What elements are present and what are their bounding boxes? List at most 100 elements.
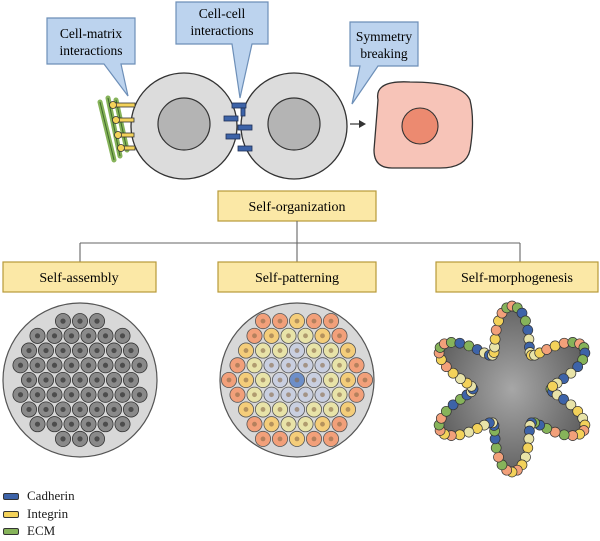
callout-cell-matrix: Cell-matrix interactions bbox=[46, 17, 136, 97]
cell-nucleus bbox=[277, 318, 283, 324]
cell-nucleus bbox=[136, 392, 143, 398]
cell-nucleus bbox=[68, 362, 75, 368]
cell-nucleus bbox=[77, 318, 83, 324]
cell-nucleus bbox=[260, 377, 266, 383]
self-patterning-label: Self-patterning bbox=[255, 271, 339, 286]
cell-nucleus bbox=[328, 377, 334, 383]
cell-nucleus bbox=[85, 392, 92, 398]
epithelial-cell bbox=[572, 361, 584, 373]
cell-nucleus bbox=[269, 333, 274, 339]
legend-integrin-label: Integrin bbox=[27, 506, 69, 521]
cell-nucleus bbox=[43, 406, 49, 413]
cell-nucleus bbox=[354, 392, 359, 398]
cell-nucleus bbox=[303, 392, 308, 398]
cadherin-swatch bbox=[3, 492, 19, 500]
cell-nucleus bbox=[320, 362, 325, 368]
cell-nucleus bbox=[51, 333, 58, 339]
cell-nucleus bbox=[119, 421, 126, 427]
cell-nucleus bbox=[43, 377, 49, 383]
cell-nucleus bbox=[235, 362, 240, 368]
cell-nucleus bbox=[26, 406, 32, 413]
legend-cadherin: Cadherin bbox=[3, 488, 75, 504]
cell-nucleus bbox=[226, 377, 232, 383]
symmetry-arrow bbox=[350, 120, 366, 128]
cell-nucleus bbox=[294, 377, 300, 383]
cell-nucleus bbox=[235, 392, 240, 398]
cell-nucleus bbox=[34, 333, 41, 339]
epithelial-cell bbox=[565, 367, 577, 379]
legend-cadherin-label: Cadherin bbox=[27, 488, 75, 503]
cell-nucleus bbox=[269, 392, 274, 398]
epithelial-cell bbox=[489, 333, 501, 345]
cell-nucleus bbox=[311, 436, 317, 442]
epithelial-cell bbox=[565, 399, 577, 411]
self-morphogenesis-lumen bbox=[442, 310, 582, 468]
epithelial-cell bbox=[440, 405, 452, 417]
cell-nucleus bbox=[286, 421, 291, 427]
epithelial-cell bbox=[520, 315, 531, 327]
cell-nucleus bbox=[252, 421, 257, 427]
cell-nucleus bbox=[328, 436, 334, 442]
cell-nucleus bbox=[320, 392, 325, 398]
cell-nucleus bbox=[136, 362, 143, 368]
cell-nucleus bbox=[260, 436, 266, 442]
cell-nucleus bbox=[277, 377, 283, 383]
cell-nucleus bbox=[294, 348, 300, 353]
nucleus-right bbox=[267, 97, 321, 151]
cell-nucleus bbox=[277, 436, 283, 442]
cell-nucleus bbox=[345, 407, 351, 412]
cell-nucleus bbox=[111, 347, 117, 354]
cell-nucleus bbox=[85, 362, 92, 368]
cell-nucleus bbox=[94, 318, 100, 324]
legend-ecm: ECM bbox=[3, 523, 55, 539]
self-organization-box bbox=[217, 190, 377, 222]
cell-nucleus bbox=[303, 362, 308, 368]
cell-nucleus bbox=[94, 436, 100, 442]
cell-nucleus bbox=[320, 333, 325, 339]
callout-symmetry-line1: Symmetry bbox=[356, 29, 412, 44]
cell-nucleus bbox=[68, 333, 75, 339]
cell-nucleus bbox=[311, 377, 317, 383]
self-morphogenesis-box bbox=[435, 261, 599, 293]
cell-nucleus bbox=[345, 377, 351, 383]
cell-nucleus bbox=[328, 407, 334, 412]
cell-nucleus bbox=[260, 348, 266, 353]
legend-integrin: Integrin bbox=[3, 506, 68, 522]
ecm-swatch bbox=[3, 527, 19, 535]
cell-nucleus bbox=[26, 347, 32, 354]
epithelial-cell bbox=[522, 324, 534, 336]
cell-nucleus bbox=[128, 347, 134, 354]
cell-nucleus bbox=[102, 333, 109, 339]
cell-nucleus bbox=[294, 436, 300, 442]
cell-nucleus bbox=[328, 348, 334, 353]
cell-nucleus bbox=[337, 421, 342, 427]
cell-nucleus bbox=[362, 377, 368, 383]
cell-nucleus bbox=[128, 377, 134, 383]
cell-nucleus bbox=[286, 392, 291, 398]
cell-nucleus bbox=[277, 407, 283, 412]
cell-nucleus bbox=[303, 421, 308, 427]
cell-nucleus bbox=[34, 392, 41, 398]
cell-nucleus bbox=[252, 392, 257, 398]
cell-nucleus bbox=[243, 377, 249, 383]
cell-nucleus bbox=[60, 377, 66, 383]
self-patterning-box bbox=[217, 261, 377, 293]
callout-cell-cell-line2: interactions bbox=[191, 23, 254, 38]
self-assembly-label: Self-assembly bbox=[39, 271, 118, 286]
callout-cell-matrix-line1: Cell-matrix bbox=[60, 26, 122, 41]
callout-cell-cell-line1: Cell-cell bbox=[199, 6, 246, 21]
connectors bbox=[79, 221, 521, 262]
cell-nucleus bbox=[111, 377, 117, 383]
cell-nucleus bbox=[252, 333, 257, 339]
epithelial-cell bbox=[455, 373, 466, 385]
epithelial-cell bbox=[558, 393, 569, 405]
cell-nucleus bbox=[77, 377, 83, 383]
cell-nucleus bbox=[17, 392, 24, 398]
self-patterning-cells bbox=[220, 313, 373, 447]
cell-nucleus bbox=[51, 421, 58, 427]
cell-nucleus bbox=[345, 348, 351, 353]
self-morphogenesis-cells bbox=[433, 300, 591, 478]
cell-nucleus bbox=[102, 421, 109, 427]
cell-nucleus bbox=[328, 318, 334, 324]
